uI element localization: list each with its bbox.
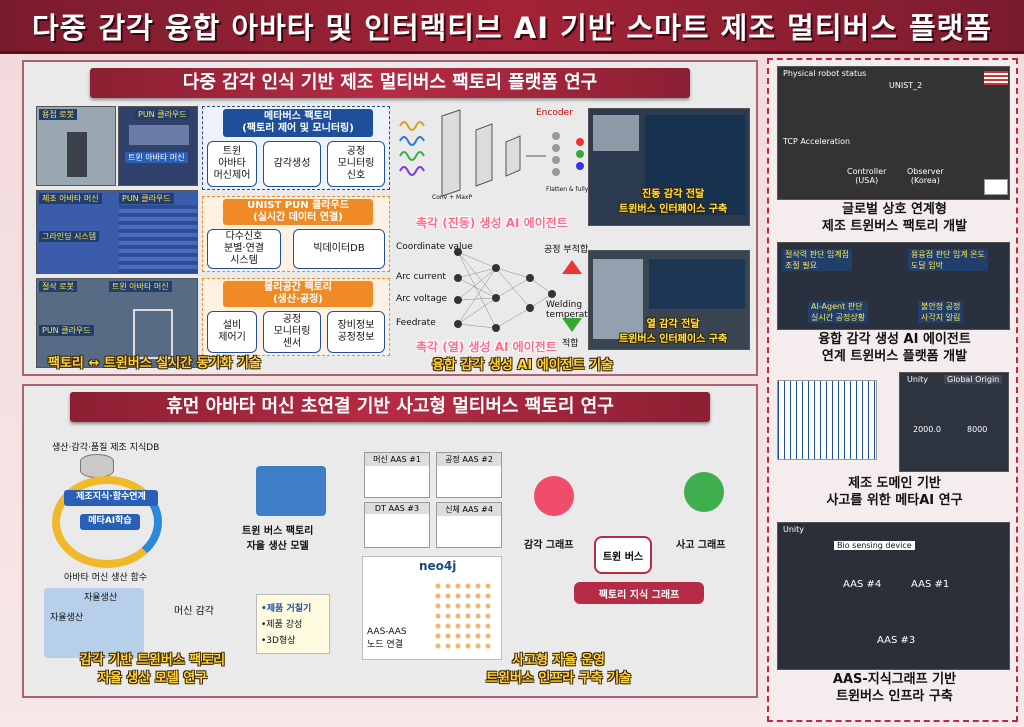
function-label: 아바타 머신 생산 함수: [64, 573, 148, 583]
cutting-robot-photo: 절삭 로봇 트윈 아바타 머신 PUN 클라우드: [36, 278, 198, 368]
metaverse-block: 메타버스 팩토리 (팩토리 제어 및 모니터링) 트윈 아바타 머신제어 감각생…: [202, 106, 390, 190]
top-left-caption: 팩토리 ↔ 트윈버스 실시간 동기화 기술: [48, 356, 261, 371]
meta-ai-screen: Unity Global Origin 2000.0 8000: [777, 372, 1010, 472]
right-caption-2: 융합 감각 생성 AI 에이전트 연계 트윈버스 플랫폼 개발: [818, 332, 971, 364]
top-right-caption: 융합 감각 생성 AI 에이전트 기술: [432, 358, 614, 373]
cycle-label-1: 제조지식·함수연계: [64, 490, 158, 506]
avatar-machine-screen: 제조 아바타 머신 PUN 클라우드 그라인딩 시스템: [36, 190, 198, 274]
aas-card-3: DT AAS #3: [364, 502, 430, 548]
right-caption-1: 글로벌 상호 연계형 제조 트윈버스 팩토리 개발: [821, 202, 968, 234]
right-caption-3: 제조 도메인 기반 사고를 위한 메타AI 연구: [826, 476, 963, 508]
bigdata-db-box: 빅데이터DB: [293, 229, 385, 269]
process-monitoring-box: 공정 모니터링 신호: [327, 141, 385, 187]
right-column: Physical robot status TCP Acceleration U…: [767, 58, 1018, 722]
monitoring-sensor-box: 공정 모니터링 센서: [263, 311, 321, 353]
sense-generation-box: 감각생성: [263, 141, 321, 187]
aas-card-4: 신체 AAS #4: [436, 502, 502, 548]
bottom-left-caption: 감각 기반 트윈버스 팩토리 자율 생산 모델 연구: [80, 653, 226, 686]
twin-factory-icon: [256, 466, 326, 516]
physical-block: 물리공간 팩토리 (생산·공정) 설비 제어기 공정 모니터링 센서 장비정보 …: [202, 278, 390, 356]
screen-caption-1: 진동 감각 전달 트윈버스 인터페이스 구축: [619, 189, 728, 215]
pun-block: UNIST PUN 클라우드 (실시간 데이터 연결) 다수신호 분별·연결 시…: [202, 196, 390, 272]
screen-caption-2: 열 감각 전달 트윈버스 인터페이스 구축: [619, 319, 728, 345]
pun-cloud-screen-1: PUN 클라우드 트윈 아바타 머신: [118, 106, 198, 186]
cycle-ring: [52, 476, 162, 568]
korea-flag-icon: [984, 179, 1008, 195]
equipment-controller-box: 설비 제어기: [207, 311, 257, 353]
right-caption-4: AAS-지식그래프 기반 트윈버스 인프라 구축: [832, 672, 957, 704]
vibration-interface-screen: 진동 감각 전달 트윈버스 인터페이스 구축: [588, 108, 750, 226]
knowledge-graph-node: 팩토리 지식 그래프: [574, 582, 704, 604]
title-bar: 다중 감각 융합 아바타 및 인터랙티브 AI 기반 스마트 제조 멀티버스 플…: [0, 0, 1024, 54]
usa-flag-icon: [984, 71, 1008, 85]
signal-waves: [399, 121, 425, 176]
bottom-panel: 휴먼 아바타 머신 초연결 기반 사고형 멀티버스 팩토리 연구 생산·감각·품…: [22, 384, 758, 698]
physical-header: 물리공간 팩토리 (생산·공정): [223, 281, 373, 307]
photo-collage: 용접 로봇 PUN 클라우드 트윈 아바타 머신 제조 아바타 머신 PUN 클…: [36, 106, 198, 368]
twin-factory-label: 트윈 버스 팩토리 자율 생산 모델: [242, 526, 314, 552]
neural-net-diagram: [454, 248, 582, 332]
neural-net-figure: Coordinate value Arc current Arc voltage…: [396, 238, 603, 349]
top-panel-heading: 다중 감각 인식 기반 제조 멀티버스 팩토리 플랫폼 연구: [90, 68, 690, 98]
aas-card-1: 머신 AAS #1: [364, 452, 430, 498]
pun-header: UNIST PUN 클라우드 (실시간 데이터 연결): [223, 199, 373, 225]
sense-graph-node: [534, 476, 574, 516]
page-title: 다중 감각 융합 아바타 및 인터랙티브 AI 기반 스마트 제조 멀티버스 플…: [31, 10, 992, 45]
db-stack-icon: [80, 454, 114, 478]
aas-knowledge-screen: Unity Bio sensing device AAS #4 AAS #1 A…: [777, 522, 1010, 670]
equipment-info-box: 장비정보 공정정보: [327, 311, 385, 353]
heat-agent-caption: 촉각 (열) 생성 AI 에이전트: [416, 340, 557, 354]
twin-verse-node: 트윈 버스: [594, 536, 652, 574]
twin-avatar-control-box: 트윈 아바타 머신제어: [207, 141, 257, 187]
vibration-agent-caption: 촉각 (진동) 생성 AI 에이전트: [416, 216, 568, 230]
fusion-agent-screen: 절삭력 판단 임계점 조절 필요 AI-Agent 판단 실시간 공정상황 용융…: [777, 242, 1010, 330]
top-panel: 다중 감각 인식 기반 제조 멀티버스 팩토리 플랫폼 연구 용접 로봇 PUN…: [22, 60, 758, 376]
multi-signal-box: 다수신호 분별·연결 시스템: [207, 229, 281, 269]
cnn-figure: Encoder Conv + MaxP Flatten & fully conn…: [396, 106, 622, 216]
quality-card: •제품 거칠기 •제품 강성 •3D형상: [256, 594, 330, 654]
cnn-diagram: [399, 109, 584, 197]
architecture-diagram: 메타버스 팩토리 (팩토리 제어 및 모니터링) 트윈 아바타 머신제어 감각생…: [202, 106, 392, 368]
machine-sense-label: 머신 감각: [174, 606, 214, 617]
aas-card-2: 공정 AAS #2: [436, 452, 502, 498]
weld-robot-photo: 용접 로봇: [36, 106, 116, 186]
avatar-workers: 자율생산 자율생산: [44, 588, 144, 658]
thinking-graph-node: [684, 472, 724, 512]
neo4j-graph: neo4j AAS-AAS 노드 연결: [362, 556, 502, 660]
db-label: 생산·감각·품질 제조 지식DB: [52, 443, 160, 453]
heat-interface-screen: 열 감각 전달 트윈버스 인터페이스 구축: [588, 250, 750, 350]
bottom-panel-heading: 휴먼 아바타 머신 초연결 기반 사고형 멀티버스 팩토리 연구: [70, 392, 710, 422]
bottom-right-caption: 사고형 자율 운영 트윈버스 인프라 구축 기술: [486, 653, 632, 686]
global-factory-screen: Physical robot status TCP Acceleration U…: [777, 66, 1010, 200]
metaverse-header: 메타버스 팩토리 (팩토리 제어 및 모니터링): [223, 109, 373, 137]
cycle-label-2: 메타AI학습: [80, 514, 140, 530]
